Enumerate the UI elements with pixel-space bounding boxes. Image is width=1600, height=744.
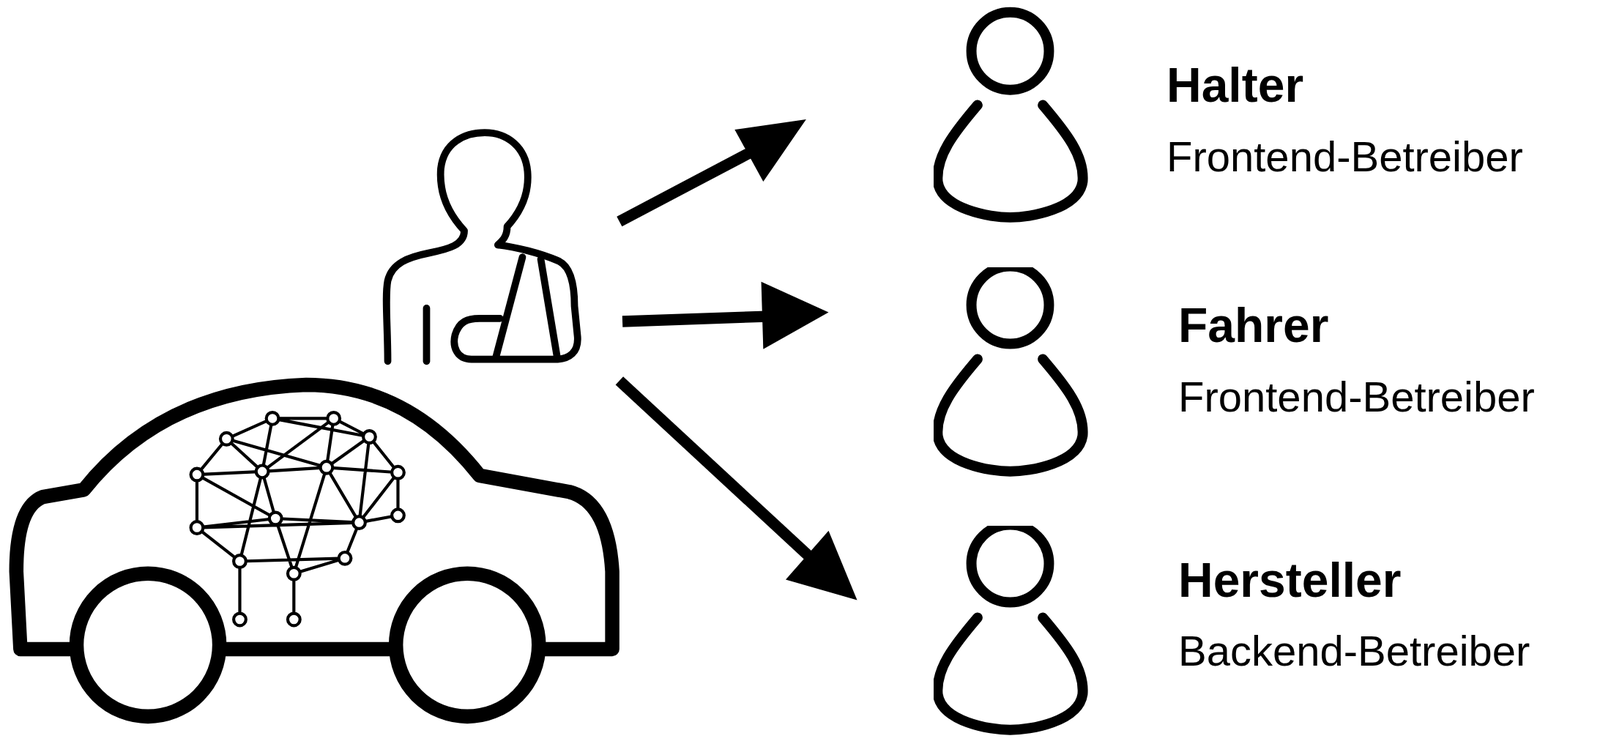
role-subtitle: Frontend-Betreiber [1166, 135, 1524, 178]
role-title: Hersteller [1178, 555, 1402, 605]
person-node: FahrerFrontend-Betreiber [933, 267, 1593, 487]
role-title: Halter [1166, 60, 1304, 110]
injured-person-icon [386, 132, 578, 362]
person-node: HerstellerBackend-Betreiber [933, 525, 1593, 744]
role-subtitle: Frontend-Betreiber [1178, 375, 1535, 419]
neural-network [191, 412, 405, 626]
person-icon [933, 5, 1593, 225]
car-icon [16, 384, 613, 717]
arrow-decoration [619, 119, 858, 600]
role-title: Fahrer [1178, 300, 1329, 350]
person-node: HalterFrontend-Betreiber [933, 5, 1593, 225]
role-subtitle: Backend-Betreiber [1178, 629, 1530, 673]
